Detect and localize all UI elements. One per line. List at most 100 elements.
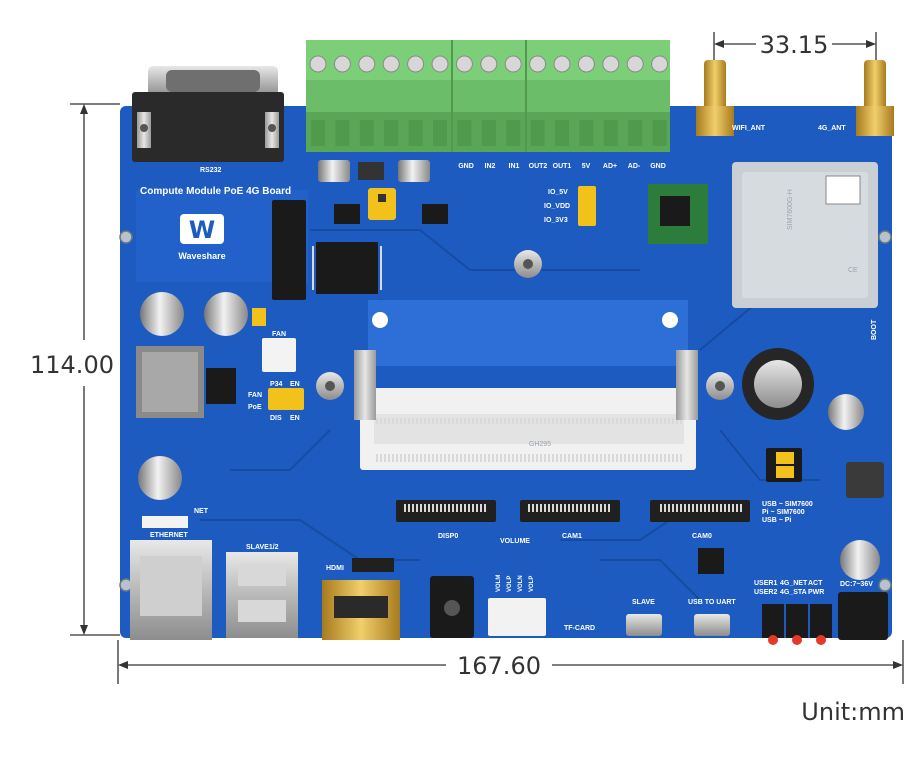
terminal-pin-label: 5V [582, 163, 591, 170]
disp0-label: DISP0 [438, 533, 458, 540]
usb-switch-jumpers: USB ~ SIM7600 Pi ~ SIM7600 USB ~ Pi [762, 448, 813, 524]
cam0-label: CAM0 [692, 533, 712, 540]
usb-to-uart-port: USB TO UART [688, 548, 736, 636]
terminal-screw [602, 55, 620, 73]
sim7600-label: SIM7600G-H [787, 189, 794, 230]
wifi-ant-label: WIFI_ANT [732, 125, 766, 132]
volume-pin-label: VOLP [529, 576, 535, 592]
io-3v3-label: IO_3V3 [544, 217, 568, 224]
terminal-screw [309, 55, 327, 73]
io-vdd-label: IO_VDD [544, 203, 570, 210]
terminal-wire-slot [481, 120, 496, 146]
logo-glyph: W [189, 216, 215, 244]
terminal-wire-slot [359, 120, 374, 146]
terminal-wire-slot [628, 120, 643, 146]
terminal-pin-label: IN2 [485, 163, 496, 170]
terminal-wire-slot [603, 120, 618, 146]
vertical-connector [272, 200, 306, 300]
small-ic [334, 204, 360, 224]
terminal-screw [358, 55, 376, 73]
ethernet-port: ETHERNET NET [130, 508, 212, 640]
dc-in-label: DC:7~36V [840, 581, 873, 588]
wifi-antenna-connector: WIFI_ANT [696, 60, 766, 136]
slave12-label: SLAVE1/2 [246, 544, 279, 551]
terminal-wire-slot [530, 120, 545, 146]
terminal-pin-label: OUT1 [553, 163, 572, 170]
terminal-wire-slot [555, 120, 569, 146]
fan-poe-jumper: P34 EN FAN PoE DIS EN [248, 381, 304, 422]
terminal-screw [626, 55, 644, 73]
act-label: ACT [808, 580, 823, 587]
volume-pin-label: VOLP [507, 576, 513, 592]
ethernet-label: ETHERNET [150, 532, 188, 539]
terminal-screw [407, 55, 425, 73]
terminal-wire-slot [652, 120, 667, 146]
4g-net-label: 4G_NET [780, 580, 808, 587]
user1-label: USER1 [754, 580, 777, 587]
terminal-wire-slot [335, 120, 350, 146]
terminal-wire-slot [384, 120, 399, 146]
cam1-connector: CAM1 [520, 500, 620, 540]
slave-label: SLAVE [632, 599, 655, 606]
rs232-transceiver-ic [312, 242, 382, 294]
dis-label: DIS [270, 415, 282, 422]
4g-ant-label: 4G_ANT [818, 125, 846, 132]
dimension-height: 114.00 [30, 103, 120, 636]
height-label: 114.00 [30, 351, 114, 379]
inductor [846, 462, 884, 498]
hdmi-label: HDMI [326, 565, 344, 572]
pwr-label: PWR [808, 589, 824, 596]
4g-sta-label: 4G_STA [780, 589, 807, 596]
wifi-module [648, 184, 708, 244]
user2-label: USER2 [754, 589, 777, 596]
fan-label: FAN [272, 331, 286, 338]
terminal-pin-label: GND [458, 163, 474, 170]
io-voltage-jumper: IO_5V IO_VDD IO_3V3 [544, 186, 596, 226]
terminal-screw [431, 55, 449, 73]
power-ic [206, 368, 236, 404]
dc-power-jack: DC:7~36V [838, 581, 888, 640]
fuse-components [318, 160, 430, 182]
terminal-screw [529, 55, 547, 73]
poe-transformer [136, 346, 204, 418]
small-ic [422, 204, 448, 224]
fan-connector: FAN [262, 331, 296, 372]
terminal-screw [382, 55, 400, 73]
en2-label: EN [290, 415, 300, 422]
terminal-pin-label: IN1 [509, 163, 520, 170]
usb-slave-port: SLAVE1/2 [226, 544, 298, 638]
small-jumper [252, 308, 266, 326]
terminal-wire-slot [408, 120, 423, 146]
sim7600-module: SIM7600G-H CE [732, 162, 878, 308]
terminal-pin-label: AD+ [603, 163, 617, 170]
ce-mark: CE [848, 267, 858, 274]
net-label: NET [194, 508, 209, 515]
terminal-wire-slot [433, 120, 447, 146]
usb-to-uart-label: USB TO UART [688, 599, 736, 606]
usb-pi2-label: USB ~ Pi [762, 517, 791, 524]
terminal-screws [309, 55, 669, 146]
volume-pin-label: VOLM [496, 575, 502, 592]
width-label: 167.60 [457, 652, 541, 680]
usb-pi-label: Pi ~ SIM7600 [762, 509, 805, 516]
poe-label: PoE [248, 404, 262, 411]
terminal-screw [553, 55, 571, 73]
terminal-wire-slot [311, 120, 325, 146]
antenna-spacing-label: 33.15 [760, 31, 829, 59]
standoffs [316, 250, 734, 400]
unit-label: Unit:mm [801, 698, 905, 726]
slave-micro-usb: SLAVE [626, 599, 662, 636]
terminal-screw [651, 55, 669, 73]
audio-jack [430, 576, 474, 638]
jumper-yellow [368, 188, 396, 220]
en-label: EN [290, 381, 300, 388]
dimension-width: 167.60 [117, 640, 904, 684]
terminal-screw [577, 55, 595, 73]
p34-label: P34 [270, 381, 283, 388]
terminal-pin-label: AD- [628, 163, 641, 170]
4g-antenna-connector: 4G_ANT [818, 60, 894, 136]
terminal-screw [480, 55, 498, 73]
status-leds: USER1 USER2 4G_NET 4G_STA ACT PWR [754, 580, 832, 645]
waveshare-logo: W Waveshare [178, 214, 226, 261]
